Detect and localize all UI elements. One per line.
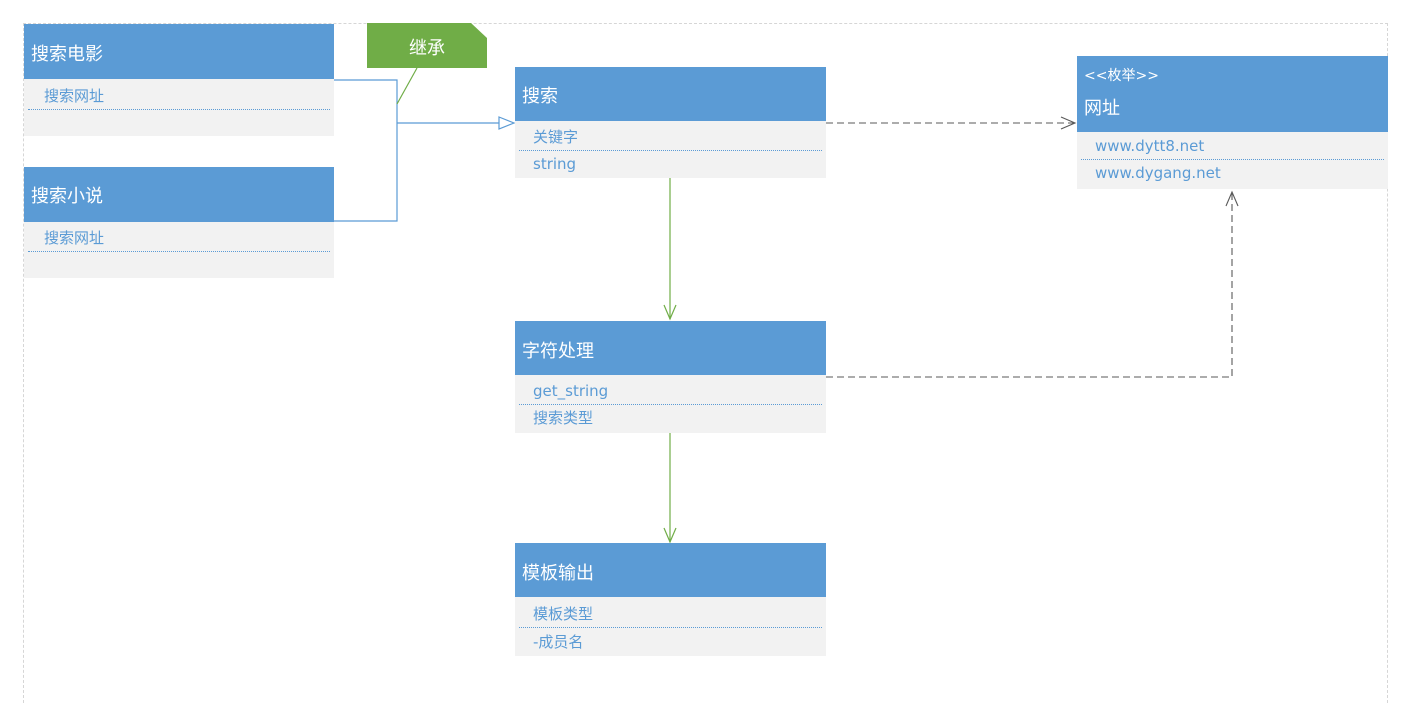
class-title: 网址 [1084,98,1120,119]
enum-value: www.dytt8.net [1081,132,1384,160]
class-title: 搜索小说 [31,186,103,207]
class-attribute: 模板类型 [519,597,822,628]
class-attribute: 搜索类型 [533,409,594,427]
class-title: 模板输出 [522,563,594,584]
class-template-output[interactable]: 模板输出 模板类型 -成员名 [515,543,826,656]
class-search[interactable]: 搜索 关键字 string [515,67,826,178]
inheritance-arrowhead [498,116,516,130]
association-arrowhead-2 [663,527,677,544]
class-title: 搜索电影 [31,44,103,65]
class-search-movie[interactable]: 搜索电影 搜索网址 [24,24,334,136]
diagram-frame [23,23,1388,703]
class-attribute: -成员名 [533,633,584,651]
dependency-strproc-to-url[interactable] [826,192,1233,378]
class-attribute: 关键字 [519,121,822,151]
note-label: 继承 [409,38,445,59]
class-header: 模板输出 [515,543,826,597]
dependency-arrowhead-1 [1060,116,1077,130]
class-attribute: 搜索网址 [28,79,330,110]
association-arrowhead-1 [663,304,677,321]
class-header: <<枚举>> 网址 [1077,56,1388,132]
inheritance-note[interactable]: 继承 [367,23,487,68]
class-header: 搜索小说 [24,167,334,222]
class-string-processing[interactable]: 字符处理 get_string 搜索类型 [515,321,826,433]
class-header: 字符处理 [515,321,826,375]
diagram-canvas: 继承 搜索电影 搜索网址 搜索小说 搜索网址 搜索 关键字 string [23,23,1388,703]
class-attribute: string [533,155,577,173]
enum-value: www.dygang.net [1095,164,1221,182]
class-header: 搜索 [515,67,826,121]
inheritance-line-movie[interactable] [334,79,398,222]
class-attribute: get_string [519,375,822,405]
enum-stereotype: <<枚举>> [1084,68,1159,84]
note-anchor-line [396,67,418,105]
dependency-arrowhead-2 [1225,190,1239,207]
class-title: 搜索 [522,86,558,107]
connector-layer [334,67,1239,544]
class-attribute: 搜索网址 [28,222,330,252]
enum-url[interactable]: <<枚举>> 网址 www.dytt8.net www.dygang.net [1077,56,1388,189]
class-header: 搜索电影 [24,24,334,79]
class-search-novel[interactable]: 搜索小说 搜索网址 [24,167,334,278]
class-title: 字符处理 [522,341,594,362]
